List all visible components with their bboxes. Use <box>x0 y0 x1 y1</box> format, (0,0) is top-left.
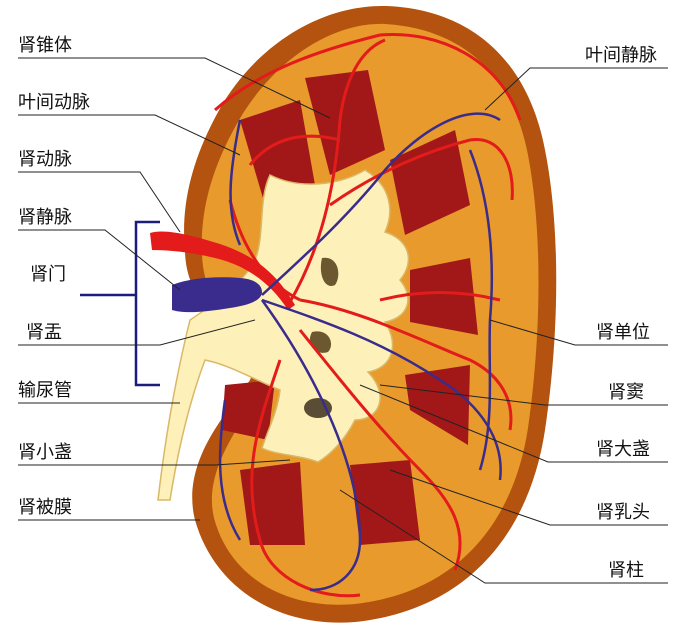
label-interlobar-artery: 叶间动脉 <box>18 92 90 113</box>
label-renal-capsule: 肾被膜 <box>18 497 72 518</box>
label-renal-hilum: 肾门 <box>30 264 66 285</box>
label-ureter: 输尿管 <box>18 380 72 401</box>
leader-renal-pelvis <box>18 319 256 346</box>
label-renal-pelvis: 肾盂 <box>26 322 62 343</box>
leader-renal-column <box>339 489 668 584</box>
leader-renal-lobe <box>489 319 668 346</box>
renal-pelvis <box>157 169 410 501</box>
leader-minor-calyx <box>18 459 291 466</box>
leader-renal-vein <box>18 229 181 291</box>
pyramid <box>350 460 420 545</box>
label-minor-calyx: 肾小盏 <box>18 442 72 463</box>
pyramid <box>410 258 478 335</box>
pyramid <box>305 70 385 175</box>
label-renal-artery: 肾动脉 <box>18 149 72 170</box>
leader-renal-papilla <box>389 469 668 526</box>
renal-vein <box>172 277 262 313</box>
label-renal-pyramid: 肾锥体 <box>18 35 72 56</box>
arterial-network <box>214 32 522 598</box>
leader-lines <box>18 57 668 584</box>
leader-renal-artery <box>18 171 181 233</box>
sinus-fat <box>304 398 332 418</box>
leader-interlobar-vein <box>484 67 668 111</box>
label-interlobar-vein: 叶间静脉 <box>585 45 657 66</box>
label-renal-column: 肾柱 <box>608 560 644 581</box>
leader-major-calyx <box>359 384 668 463</box>
label-renal-papilla: 肾乳头 <box>596 502 650 523</box>
renal-artery <box>150 231 295 310</box>
label-major-calyx: 肾大盏 <box>596 439 650 460</box>
leader-renal-pyramid <box>18 57 331 119</box>
label-renal-vein: 肾静脉 <box>18 207 72 228</box>
hilum-bracket <box>80 220 160 387</box>
label-renal-lobe: 肾单位 <box>596 322 650 343</box>
pyramid <box>240 462 305 545</box>
sinus-fat <box>320 257 339 286</box>
label-renal-sinus: 肾窦 <box>608 382 644 403</box>
leader-interlobar-artery <box>18 114 241 156</box>
pyramid <box>240 100 315 205</box>
leader-renal-sinus <box>379 384 668 406</box>
pyramid <box>222 380 275 440</box>
pyramid <box>405 365 470 445</box>
pyramid <box>390 130 470 235</box>
